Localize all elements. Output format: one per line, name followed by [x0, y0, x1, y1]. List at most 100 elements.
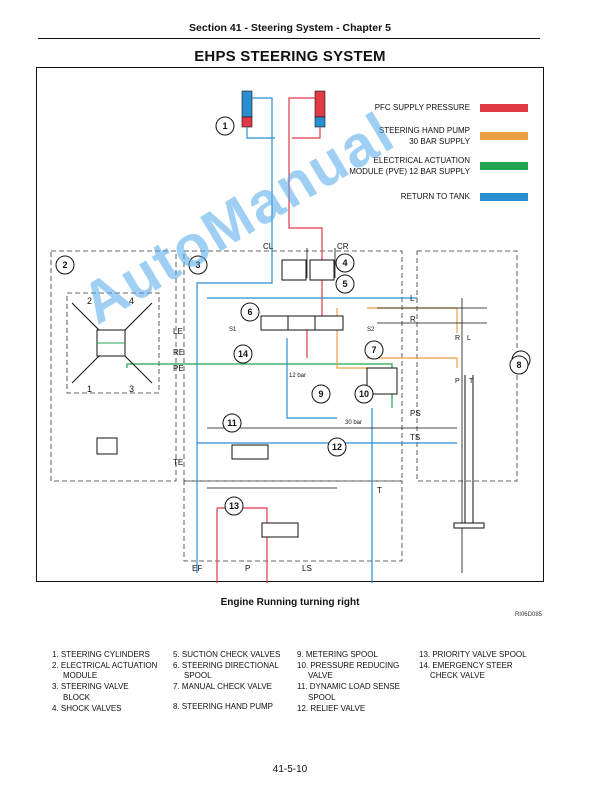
legend-item: 9. METERING SPOOL	[297, 650, 378, 659]
label-12bar: 12 bar	[289, 373, 306, 379]
legend-item: 5. SUCTION CHECK VALVES	[173, 650, 281, 659]
legend-item: CHECK VALVE	[430, 671, 485, 681]
steering-hand-pump	[453, 350, 531, 529]
label-s1: S1	[229, 327, 237, 333]
legend-item: 7. MANUAL CHECK VALVE	[173, 682, 272, 692]
label-ts: TS	[410, 433, 420, 442]
callout-number: 2	[62, 260, 67, 270]
figure-caption: Engine Running turning right	[220, 597, 360, 608]
figure-ref-code: RI06D085	[514, 612, 542, 618]
callout-circle	[240, 302, 260, 322]
legend-item: SPOOL	[184, 671, 212, 681]
block-3-outline	[183, 250, 403, 482]
callout-number: 1	[222, 121, 227, 131]
legend-line-label: ELECTRICAL ACTUATION	[374, 156, 471, 165]
legend-color-swatch	[480, 193, 528, 201]
label-te: TE	[173, 458, 183, 467]
shock-valve-right	[309, 259, 335, 281]
label-pve-3: 3	[129, 384, 134, 394]
callout-number: 13	[229, 501, 239, 511]
legend-column-2: 5. SUCTION CHECK VALVES 6. STEERING DIRE…	[173, 650, 280, 713]
label-s2: S2	[367, 327, 375, 333]
callout-circle	[364, 340, 384, 360]
callout-number: 10	[359, 389, 369, 399]
callout-circle	[224, 496, 244, 516]
callout-circle	[354, 384, 374, 404]
directional-spool	[260, 315, 344, 331]
load-sense-spool	[231, 444, 269, 460]
legend-item: 1. STEERING CYLINDERS	[52, 650, 150, 659]
callout-circle	[509, 355, 529, 375]
label-r: R	[410, 315, 416, 324]
pve-valve	[71, 302, 153, 384]
legend-column-1: 1. STEERING CYLINDERS 2. ELECTRICAL ACTU…	[52, 650, 157, 714]
legend-item: SPOOL	[308, 692, 336, 702]
legend-line-label: PFC SUPPLY PRESSURE	[375, 103, 470, 112]
legend-item: 8. STEERING HAND PUMP	[173, 702, 274, 712]
page-title: EHPS STEERING SYSTEM	[194, 48, 386, 65]
legend-item: 11. DYNAMIC LOAD SENSE	[297, 682, 400, 692]
legend-column-4: 13. PRIORITY VALVE SPOOL 14. EMERGENCY S…	[419, 650, 527, 682]
legend-item: 6. STEERING DIRECTIONAL	[173, 660, 279, 670]
callout-circle	[335, 253, 355, 273]
block-2-outline	[50, 250, 177, 482]
diagram-svg: CL CR LE RE PE TE L R PS TS T EF P LS S1…	[50, 90, 531, 583]
legend-item: 2. ELECTRICAL ACTUATION	[52, 660, 158, 670]
label-pve-1: 1	[87, 384, 92, 394]
callout-circle	[311, 384, 331, 404]
legend-item: 4. SHOCK VALVES	[52, 703, 122, 713]
label-cl: CL	[263, 242, 274, 251]
label-pump-t: T	[469, 378, 474, 385]
label-p: P	[245, 564, 250, 573]
legend-item: 14. EMERGENCY STEER	[419, 660, 513, 670]
label-pump-r: R	[455, 335, 460, 342]
callout-number: 7	[371, 345, 376, 355]
callout-circle	[327, 437, 347, 457]
shock-valve-left	[281, 259, 307, 281]
callout-circle	[335, 274, 355, 294]
label-ls: LS	[302, 564, 312, 573]
header-rule	[38, 38, 540, 39]
legend-item: VALVE	[308, 671, 333, 681]
callout-number: 5	[342, 279, 347, 289]
callout-circle	[222, 413, 242, 433]
hydraulic-diagram: CL CR LE RE PE TE L R PS TS T EF P LS S1…	[36, 67, 544, 583]
label-re: RE	[173, 348, 184, 357]
label-ef: EF	[192, 564, 202, 573]
legend-line-label: STEERING HAND PUMP	[379, 126, 470, 135]
legend-color-swatch	[480, 104, 528, 112]
callout-number: 12	[332, 442, 342, 452]
label-cr: CR	[337, 242, 349, 251]
callout-number: 11	[227, 418, 237, 428]
section-header: Section 41 - Steering System - Chapter 5	[189, 22, 391, 34]
legend-item: MODULE	[63, 671, 98, 681]
legend-item: 3. STEERING VALVE	[52, 682, 129, 692]
callout-circle	[233, 344, 253, 364]
page-number: 41-5-10	[272, 764, 308, 775]
callout-number: 3	[195, 260, 200, 270]
pve-coil	[96, 437, 118, 455]
legend-item: 13. PRIORITY VALVE SPOOL	[419, 650, 527, 659]
label-l: L	[410, 294, 415, 303]
priority-valve-spool	[261, 522, 299, 538]
legend-item: 10. PRESSURE REDUCING	[297, 660, 400, 670]
legend-item: BLOCK	[63, 692, 91, 702]
block-13-outline	[183, 480, 403, 562]
callout-number: 9	[318, 389, 323, 399]
callout-number: 4	[342, 258, 347, 268]
block-8-outline	[416, 250, 518, 482]
label-le: LE	[173, 327, 183, 336]
callout-circle	[188, 255, 208, 275]
label-pe: PE	[173, 364, 184, 373]
callout-number: 6	[247, 307, 252, 317]
legend-column-3: 9. METERING SPOOL 10. PRESSURE REDUCING …	[297, 650, 400, 714]
label-pump-l: L	[467, 335, 471, 342]
label-pump-p: P	[455, 378, 460, 385]
callout-number: 14	[238, 349, 248, 359]
legend-item: 12. RELIEF VALVE	[297, 703, 366, 713]
legend-color-swatch	[480, 162, 528, 170]
callout-number: 8	[516, 360, 521, 370]
legend-line-label: RETURN TO TANK	[401, 192, 471, 201]
